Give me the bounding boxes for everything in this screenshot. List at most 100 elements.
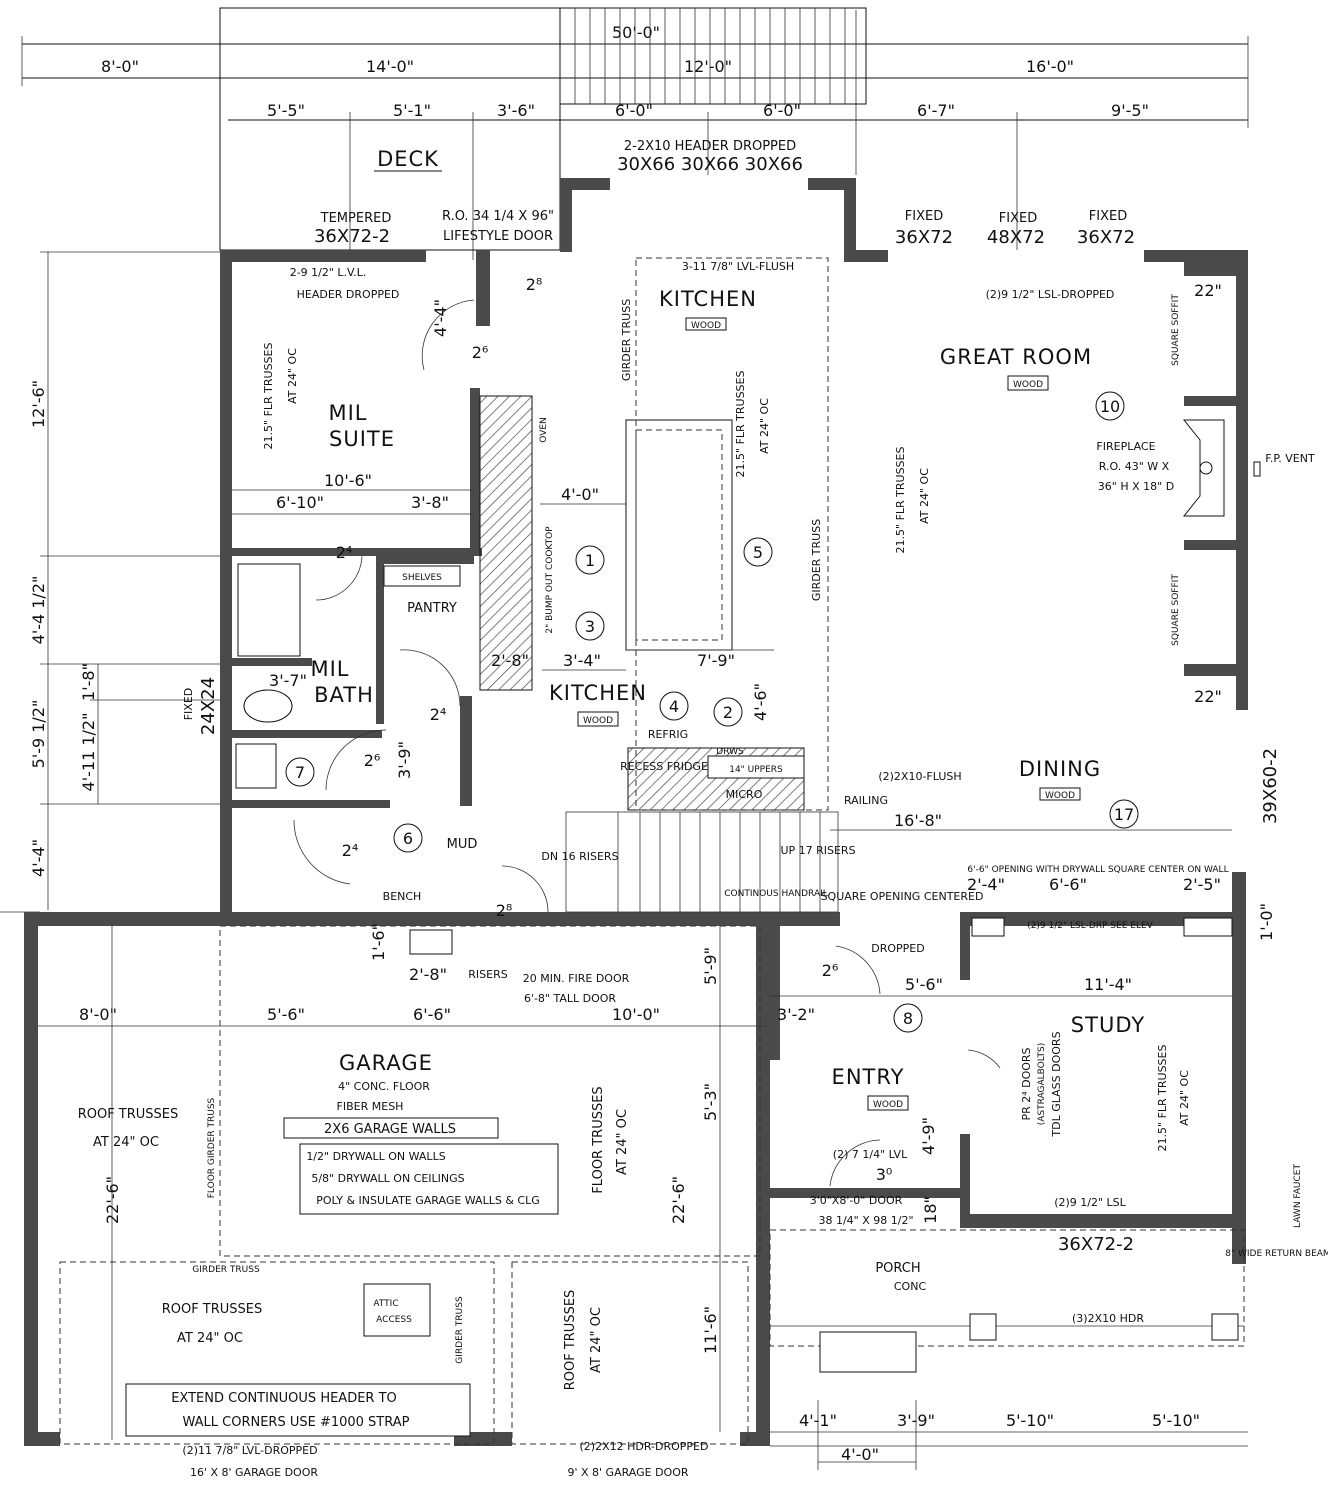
note-lvl-flush: 3-11 7/8" LVL-FLUSH — [682, 260, 794, 273]
note-drywall-walls: 1/2" DRYWALL ON WALLS — [306, 1150, 445, 1163]
dim-one0: 1'-0" — [1257, 903, 1276, 941]
note-roof-oc-1: AT 24" OC — [93, 1135, 159, 1150]
bench-box — [409, 929, 453, 955]
note-entry-lvl: (2) 7 1/4" LVL — [833, 1148, 908, 1161]
room-study: STUDY — [1071, 1013, 1145, 1037]
dim-w22b: 22" — [1194, 687, 1222, 706]
door-size-3: 2⁴ — [336, 543, 353, 562]
door-size-4: 2⁴ — [430, 705, 447, 724]
note-fire-door: 20 MIN. FIRE DOOR — [523, 972, 630, 985]
note-hdr-dropped: (2)2X12 HDR-DROPPED — [580, 1440, 709, 1453]
note-beam: 8" WIDE RETURN BEAM — [1225, 1249, 1328, 1259]
dim-g2: 5'-6" — [267, 1005, 305, 1024]
note-kitchen-trusses: 21.5" FLR TRUSSES — [734, 371, 747, 478]
room-mil-bath-1: MIL — [310, 657, 349, 681]
porch-floor: CONC — [894, 1280, 927, 1293]
dim-top-c: 12'-0" — [684, 57, 732, 76]
room-great-room: GREAT ROOM — [940, 345, 1092, 369]
dim-upper-6: 6'-7" — [917, 101, 955, 120]
dim-dining-w: 16'-8" — [894, 811, 942, 830]
note-study-lsl: (2)9 1/2" LSL — [1054, 1196, 1126, 1209]
note-refrig: REFRIG — [648, 728, 688, 741]
window-36x72-a: 36X72 — [895, 227, 953, 248]
dim-e18: 18" — [921, 1196, 940, 1224]
kitchen-floor-tag — [685, 317, 727, 331]
note-garage-walls: 2X6 GARAGE WALLS — [324, 1122, 456, 1137]
note-fp-ro2: 36" H X 18" D — [1098, 480, 1174, 493]
toilet-icon — [243, 689, 293, 723]
dim-door-44: 4'-4" — [431, 299, 450, 337]
note-floor-girder: FLOOR GIRDER TRUSS — [207, 1097, 217, 1198]
note-lawn: LAWN FAUCET — [1293, 1164, 1303, 1228]
door-size-2: 2⁶ — [472, 343, 489, 362]
note-great-oc: AT 24" OC — [918, 468, 931, 524]
note-front-door: 3'0"X8'-0" DOOR — [810, 1194, 903, 1207]
dim-bath-h: 3'-9" — [395, 741, 414, 779]
note-bench: BENCH — [383, 890, 422, 903]
note-porch-hdr: (3)2X10 HDR — [1072, 1312, 1144, 1325]
dim-left-4: 4'-4" — [29, 839, 48, 877]
dim-k1: 4'-0" — [561, 485, 599, 504]
window-48x72: 48X72 — [987, 227, 1045, 248]
note-dn-risers: DN 16 RISERS — [541, 850, 618, 863]
note-micro: MICRO — [726, 788, 763, 801]
dim-mil-w: 10'-6" — [324, 471, 372, 490]
room-deck: DECK — [377, 147, 439, 171]
dim-v2: 5'-3" — [701, 1083, 720, 1121]
fixed-label-2: FIXED — [999, 211, 1037, 226]
note-garage-floor: 4" CONC. FLOOR — [338, 1080, 430, 1093]
note-floor-trusses: FLOOR TRUSSES — [591, 1086, 606, 1193]
dim-mil-bath-w: 3'-7" — [269, 671, 307, 690]
note-uppers: 14" UPPERS — [729, 765, 783, 775]
dim-s1: 11'-4" — [1084, 975, 1132, 994]
dim-k2: 3'-4" — [563, 651, 601, 670]
note-tdl: TDL GLASS DOORS — [1050, 1031, 1063, 1137]
dim-left-7: 22'-6" — [103, 1176, 122, 1224]
note-flush-2x10: (2)2X10-FLUSH — [878, 770, 961, 783]
note-pr-doors: PR 2⁴ DOORS — [1020, 1047, 1033, 1120]
note-square-opening: SQUARE OPENING CENTERED — [821, 890, 984, 903]
window-study: 36X72-2 — [1058, 1234, 1134, 1255]
kitchen-2-floor-tag — [577, 711, 619, 727]
note-header-lvl: 2-9 1/2" L.V.L. — [290, 266, 367, 279]
tempered-window: 36X72-2 — [314, 226, 390, 247]
note-risers: RISERS — [468, 968, 507, 981]
room-mil-bath-2: BATH — [314, 683, 374, 707]
note-roof-trusses-2: ROOF TRUSSES — [162, 1302, 263, 1317]
dim-mil-a: 6'-10" — [276, 493, 324, 512]
dining-floor: WOOD — [1045, 791, 1075, 801]
note-floor-oc: AT 24" OC — [615, 1109, 630, 1175]
note-roof-oc-3: AT 24" OC — [589, 1307, 604, 1373]
dim-p3: 5'-10" — [1006, 1411, 1054, 1430]
dim-p1: 4'-1" — [799, 1411, 837, 1430]
vanity — [235, 743, 277, 789]
dim-p2: 3'-9" — [897, 1411, 935, 1430]
stairs — [565, 811, 839, 913]
dim-w22a: 22" — [1194, 281, 1222, 300]
fireplace — [1182, 419, 1261, 517]
post-box-1 — [971, 917, 1005, 937]
note-garage-door-1: 16' X 8' GARAGE DOOR — [190, 1466, 318, 1479]
note-poly: POLY & INSULATE GARAGE WALLS & CLG — [316, 1194, 539, 1207]
door-size-7: 2⁸ — [496, 901, 513, 920]
note-girder-truss-4: GIRDER TRUSS — [455, 1296, 465, 1364]
bath-fixed-label: FIXED — [182, 688, 195, 721]
note-header-dropped: HEADER DROPPED — [297, 288, 400, 301]
note-opening-drywall: 6'-6" OPENING WITH DRYWALL SQUARE CENTER… — [967, 865, 1228, 875]
detail-tags: 1 2 3 4 5 6 7 8 10 17 — [285, 391, 1139, 1033]
tag-7: 7 — [295, 763, 305, 782]
dim-d3: 2'-5" — [1183, 875, 1221, 894]
tempered-label: TEMPERED — [320, 211, 392, 226]
fixed-label-3: FIXED — [1089, 209, 1127, 224]
dim-e1: 3'-2" — [777, 1005, 815, 1024]
fixed-label-1: FIXED — [905, 209, 943, 224]
tag-1: 1 — [585, 551, 595, 570]
note-girder-truss-2: GIRDER TRUSS — [810, 519, 823, 601]
dim-d1: 2'-4" — [967, 875, 1005, 894]
dim-top-a: 8'-0" — [101, 57, 139, 76]
note-study-oc: AT 24" OC — [1178, 1070, 1191, 1126]
tag-10: 10 — [1100, 397, 1120, 416]
garage-walls-box — [283, 1117, 499, 1139]
dim-p5: 4'-0" — [841, 1445, 879, 1464]
porch-lines — [770, 1325, 1248, 1470]
